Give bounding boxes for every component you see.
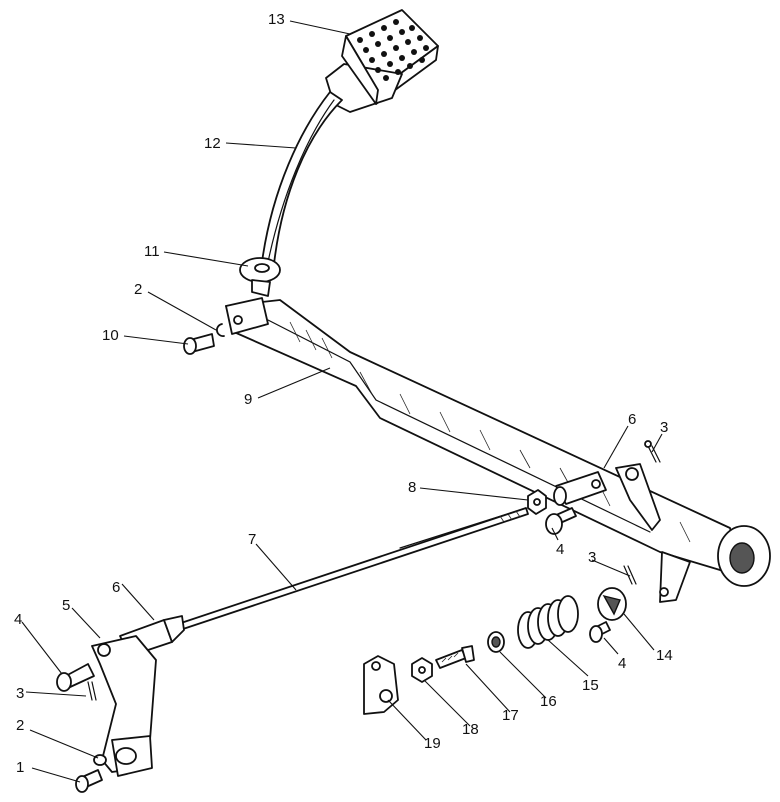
- part-9-main-lever: [225, 297, 771, 603]
- callout-8: 8: [408, 479, 416, 496]
- callout-19: 19: [424, 735, 441, 752]
- callout-12: 12: [204, 135, 221, 152]
- callout-18: 18: [462, 721, 479, 738]
- callout-11: 11: [144, 243, 160, 260]
- part-11-washer: [239, 257, 281, 297]
- callout-3-upper: 3: [660, 419, 668, 436]
- callout-2-lower: 2: [16, 717, 24, 734]
- callout-9: 9: [244, 391, 252, 408]
- part-17-stud: [435, 645, 475, 669]
- part-10-bolt: [183, 333, 215, 355]
- callout-10: 10: [102, 327, 119, 344]
- part-1-bolt: [75, 769, 103, 793]
- part-12-pedal-arm: [261, 91, 343, 265]
- part-19-bracket: [363, 655, 399, 715]
- leader-lines: [21, 20, 663, 783]
- callout-14: 14: [656, 647, 673, 664]
- callout-3-left: 3: [16, 685, 24, 702]
- callout-3-right: 3: [588, 549, 596, 566]
- part-4-clevis-pin-upper: [545, 507, 577, 535]
- callout-4-upper: 4: [556, 541, 564, 558]
- part-5-relay-lever: [91, 635, 157, 777]
- part-18-nut: [411, 657, 433, 683]
- callout-7: 7: [248, 531, 256, 548]
- callout-13: 13: [268, 11, 285, 28]
- part-8-nut: [527, 489, 547, 515]
- callout-1: 1: [16, 759, 24, 776]
- part-4-clevis-pin-left: [56, 663, 95, 692]
- callout-6-upper: 6: [628, 411, 636, 428]
- part-4-clevis-pin-right: [589, 621, 611, 643]
- part-14-cam: [597, 587, 627, 621]
- part-2-washer-upper: [216, 323, 225, 337]
- callout-16: 16: [540, 693, 557, 710]
- part-3-split-pin-left: [87, 681, 97, 701]
- part-6-fork-end-upper: [553, 471, 607, 506]
- callout-4-left: 4: [14, 611, 22, 628]
- part-13-pedal-pad: [325, 9, 439, 113]
- part-16-spring-cup: [487, 631, 505, 653]
- part-3-split-pin-right: [623, 565, 637, 585]
- callout-15: 15: [582, 677, 599, 694]
- callout-labels: 13 12 11 2 10 9 6 3 8 4 7 3 6 5 4 14 4 1…: [14, 11, 673, 776]
- part-15-spring: [517, 595, 579, 649]
- callout-4-right: 4: [618, 655, 626, 672]
- callout-2-upper: 2: [134, 281, 142, 298]
- callout-6-lower: 6: [112, 579, 120, 596]
- part-7-rod: [177, 507, 529, 631]
- callout-5: 5: [62, 597, 70, 614]
- callout-17: 17: [502, 707, 519, 724]
